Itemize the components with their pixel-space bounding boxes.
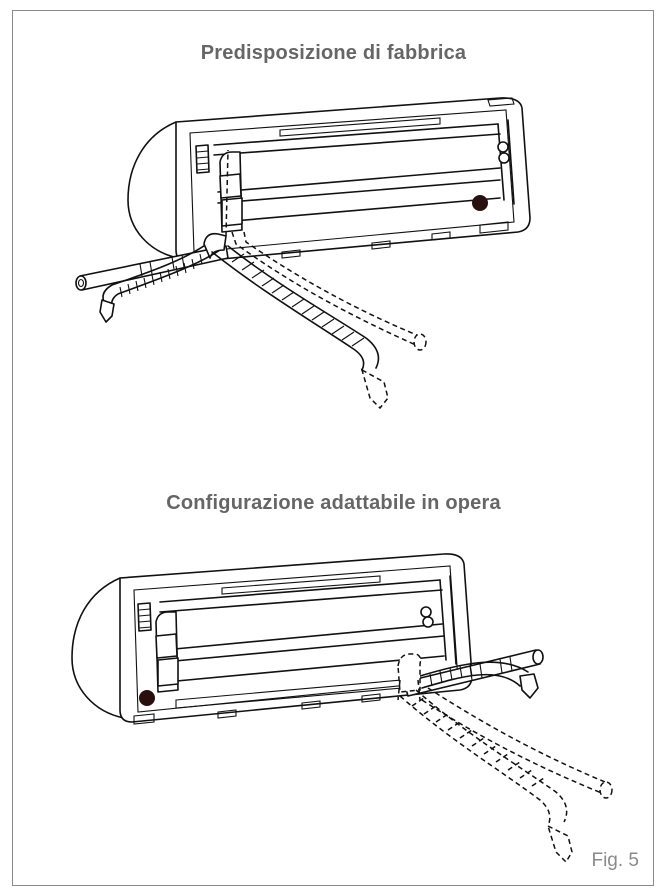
figure-frame — [12, 10, 654, 886]
figure-label: Fig. 5 — [591, 850, 639, 871]
panel-title-field: Configurazione adattabile in opera — [166, 492, 501, 514]
panel-title-factory: Predisposizione di fabbrica — [200, 42, 467, 64]
unit-side-cover-2 — [71, 577, 129, 719]
unit-side-cover — [127, 121, 183, 259]
